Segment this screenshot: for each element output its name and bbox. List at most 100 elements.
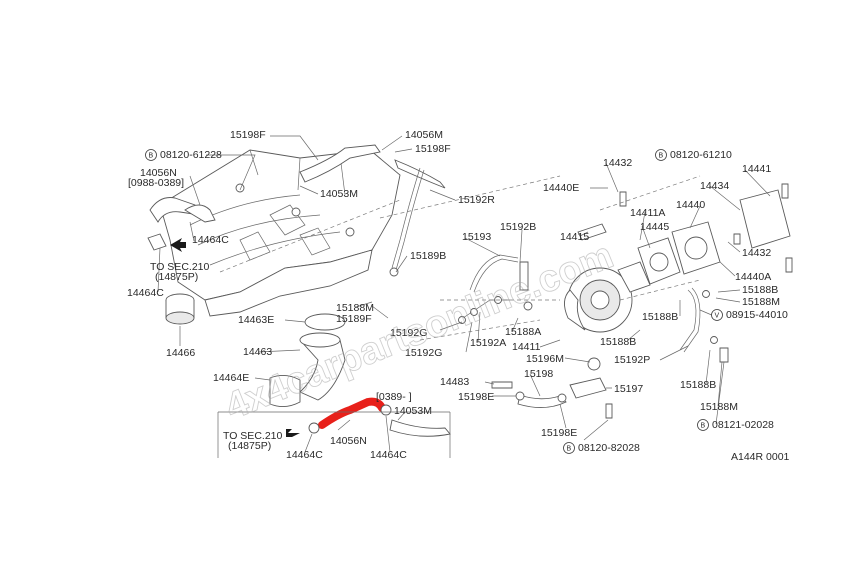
callout-label: 15193 [462, 231, 491, 243]
callout-label: 15192G [405, 347, 442, 359]
callout-label: 14464C [286, 449, 323, 461]
bolt-08120-82028 [605, 403, 613, 419]
callout-label: 15192G [390, 327, 427, 339]
circle-marker: B [145, 149, 157, 161]
clamp-14464c-lower-a [308, 422, 320, 434]
callout-label: 15198F [415, 143, 451, 155]
callout-label: 14463E [238, 314, 274, 326]
callout-label: 15188B [642, 311, 678, 323]
callout-label: 14411A [630, 207, 665, 219]
callout-label: 08120-61210 [670, 149, 732, 161]
callout-label: 14434 [700, 180, 729, 192]
callout-label: 14053M [394, 405, 432, 417]
callout-label: 15198E [458, 391, 494, 403]
callout-label: 15192B [500, 221, 536, 233]
svg-text:B: B [567, 446, 572, 453]
callout-labels: 15198F 14056M 15198F 08120-61228 14056N … [127, 129, 788, 461]
callout-label: 14440 [676, 199, 705, 211]
clamp-14464c-a [184, 204, 216, 223]
intake-manifold [159, 149, 401, 317]
callout-label: 14464C [370, 449, 407, 461]
turbocharger-14411 [564, 261, 651, 333]
callout-label: 08915-44010 [726, 309, 788, 321]
pipe-15192p [679, 289, 697, 351]
callout-label: 14440E [543, 182, 579, 194]
callout-label: 14440A [735, 271, 771, 283]
diagram-code: A144R 0001 [731, 451, 790, 463]
callout-label: 14411 [512, 341, 541, 353]
hose-14056n-highlighted[interactable] [318, 397, 386, 429]
callout-label: 14445 [640, 221, 669, 233]
banjo-15193 [519, 261, 529, 291]
callout-label: 14464C [127, 287, 164, 299]
callout-label: 14415 [560, 231, 589, 243]
callout-label: 14483 [440, 376, 469, 388]
callout-label: 14432 [742, 247, 771, 259]
elbow-14463 [269, 332, 346, 407]
arrow-icon-lower [286, 429, 300, 437]
bracket-15197 [569, 377, 607, 399]
callout-label: 15189F [336, 313, 372, 325]
callout-label: 14053M [320, 188, 358, 200]
callout-label: 08121-02028 [712, 419, 774, 431]
callout-label: 15197 [614, 383, 643, 395]
callout-label: (14875P) [228, 440, 271, 452]
callout-label: 15198E [541, 427, 577, 439]
heat-shield-14441 [739, 189, 791, 249]
callout-label: 15192A [470, 337, 506, 349]
callout-label: 14441 [742, 163, 771, 175]
callout-label: 15198F [230, 129, 266, 141]
callout-label: 14056N [330, 435, 367, 447]
callout-label: [0988-0389] [128, 177, 184, 189]
clamp-14464c-b [147, 233, 167, 251]
pipe-14053m-lower [389, 419, 451, 437]
washer-15196m [587, 357, 601, 371]
callout-label: 15189B [410, 250, 446, 262]
callout-label: 15188B [680, 379, 716, 391]
callout-label: 15192R [458, 194, 495, 206]
svg-text:V: V [715, 313, 720, 320]
arrow-icon-upper [170, 238, 186, 252]
callout-label: 14432 [603, 157, 632, 169]
circle-marker: B [697, 419, 709, 431]
callout-label: 15188M [700, 401, 738, 413]
svg-text:B: B [659, 153, 664, 160]
hose-14053m-upper [299, 144, 381, 183]
callout-label: 15188B [600, 336, 636, 348]
callout-label: 14463 [243, 346, 272, 358]
pipe-15198 [517, 394, 567, 408]
callout-label: 14464E [213, 372, 249, 384]
callout-label: 08120-61228 [160, 149, 222, 161]
pipe-15192r-top [394, 159, 446, 189]
callout-label: [0389- ] [376, 391, 412, 403]
callout-label: (14875P) [155, 271, 198, 283]
filter-14466 [165, 293, 195, 325]
gasket-14415 [577, 223, 607, 241]
callout-label: 15188A [505, 326, 541, 338]
inset-box [217, 411, 451, 458]
callout-label: TO SEC.210 [150, 261, 209, 273]
fitting-14483 [491, 381, 513, 389]
callout-label: 15188B [742, 284, 778, 296]
svg-text:B: B [149, 153, 154, 160]
callout-label: 15198 [524, 368, 553, 380]
callout-label: 15192P [614, 354, 650, 366]
callout-label: 15188M [742, 296, 780, 308]
circle-marker: V [711, 309, 723, 321]
circle-marker: B [655, 149, 667, 161]
callout-label: 08120-82028 [578, 442, 640, 454]
clamp-14464c-lower-b [380, 404, 392, 416]
pipe-15192a [469, 254, 519, 291]
callout-label: 15188M [336, 302, 374, 314]
callout-label: TO SEC.210 [223, 430, 282, 442]
callout-label: 14056M [405, 129, 443, 141]
callout-label: 14056N [140, 167, 177, 179]
callout-label: 14466 [166, 347, 195, 359]
callout-label: 14464C [192, 234, 229, 246]
svg-text:B: B [701, 423, 706, 430]
callout-label: 15196M [526, 353, 564, 365]
circle-marker: B [563, 442, 575, 454]
pipe-15192r [391, 167, 421, 269]
